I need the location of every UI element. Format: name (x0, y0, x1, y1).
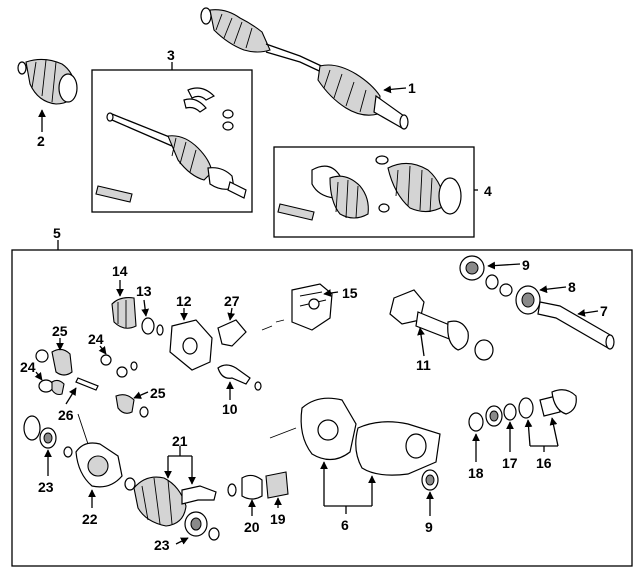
leader-lines (34, 62, 599, 545)
callout-25-mid: 25 (150, 385, 166, 401)
callout-19: 19 (270, 511, 286, 527)
callout-23-bottom: 23 (154, 537, 170, 553)
flange-part-16[interactable] (518, 389, 577, 419)
seal-part-17[interactable] (503, 403, 517, 421)
callout-2: 2 (37, 133, 45, 149)
yoke-part-27[interactable] (217, 319, 285, 347)
callout-27: 27 (224, 293, 240, 309)
callout-21: 21 (172, 433, 188, 449)
callout-12: 12 (176, 293, 192, 309)
callout-10: 10 (222, 401, 238, 417)
bearing-part-18[interactable] (468, 405, 503, 432)
callout-16: 16 (536, 455, 552, 471)
shaft-part-7[interactable] (537, 301, 615, 350)
cv-boot-kit-part-2[interactable] (17, 58, 78, 105)
bushing-part-19[interactable] (265, 471, 289, 499)
callout-9-bottom: 9 (425, 519, 433, 535)
callout-9-top: 9 (522, 257, 530, 273)
axle-kit-contents[interactable] (95, 87, 247, 203)
bracket-part-15[interactable] (291, 283, 333, 331)
callout-4: 4 (484, 183, 492, 199)
spacer-part-20[interactable] (227, 474, 263, 500)
seal-part-13[interactable] (141, 317, 164, 336)
callout-24-left: 24 (20, 359, 36, 375)
callout-22: 22 (82, 511, 98, 527)
callout-15: 15 (342, 285, 358, 301)
callout-18: 18 (468, 465, 484, 481)
callout-6: 6 (341, 517, 349, 533)
callout-20: 20 (244, 519, 260, 535)
callout-7: 7 (600, 303, 608, 319)
ring-pinion-part-21[interactable] (133, 476, 217, 527)
callout-14: 14 (112, 263, 128, 279)
callout-24-right: 24 (88, 331, 104, 347)
bearing-part-14[interactable] (111, 297, 137, 329)
diff-gears-group[interactable] (35, 348, 149, 418)
flange-shaft-part-11[interactable] (389, 289, 494, 361)
callout-8: 8 (568, 279, 576, 295)
callout-23-left: 23 (38, 479, 54, 495)
bearing-part-23-bottom[interactable] (184, 511, 220, 541)
callout-5: 5 (53, 225, 61, 241)
diff-case-part-22[interactable] (75, 413, 136, 491)
callout-3: 3 (167, 47, 175, 63)
bearing-part-23-left[interactable] (23, 415, 73, 458)
callout-11: 11 (416, 357, 431, 373)
bearing-part-9-top[interactable] (459, 255, 541, 315)
boot-kit-box (273, 146, 475, 238)
callout-17: 17 (502, 455, 518, 471)
carrier-part-12[interactable] (169, 319, 213, 371)
callout-labels: 1 2 3 4 5 9 8 7 15 14 13 12 27 11 10 25 … (20, 47, 608, 553)
pinion-part-10[interactable] (217, 364, 262, 391)
callout-1: 1 (408, 80, 416, 96)
bearing-part-9-bottom[interactable] (421, 469, 439, 491)
callout-13: 13 (136, 283, 152, 299)
housing-part-6[interactable] (269, 397, 441, 476)
axle-shaft-assembly[interactable] (200, 7, 409, 130)
boot-kit-contents[interactable] (277, 155, 462, 221)
differential-assembly-box (11, 249, 633, 567)
callout-25-top: 25 (52, 323, 68, 339)
callout-26: 26 (58, 407, 74, 423)
